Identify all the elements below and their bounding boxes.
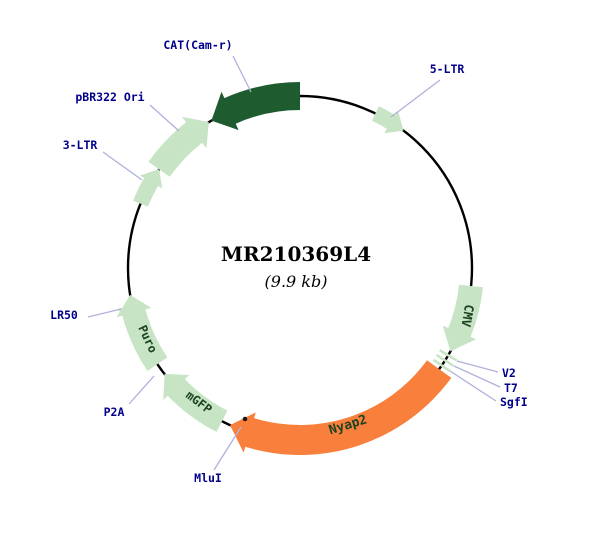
v2-site-tick (438, 349, 458, 362)
puro-arrow (116, 294, 168, 371)
t7-site-tick (435, 353, 455, 367)
lr50-leader-line (87, 308, 122, 318)
mlui-site-dot (242, 416, 248, 422)
t7-label: T7 (504, 381, 518, 395)
ltr3-label: 3-LTR (63, 138, 98, 152)
ltr5-arrow (371, 106, 404, 134)
sgfi-site-tick (432, 358, 451, 373)
pbr322-leader-line (149, 104, 180, 132)
p2a-leader-line (128, 375, 155, 405)
cat-camr-arrow (211, 82, 300, 131)
ltr3-leader-line (102, 151, 143, 181)
cat-leader-line (232, 55, 252, 93)
lr50-site-tick (118, 302, 145, 312)
nyap2-orf-arrow (230, 360, 452, 455)
mgfp-arrow (163, 373, 228, 432)
pbr322-ori-arrow (148, 116, 209, 177)
cmv-label: CMV (458, 303, 477, 328)
ltr5-label: 5-LTR (430, 62, 465, 76)
plasmid-name: MR210369L4 (221, 242, 371, 266)
mlui-label: MluI (194, 471, 222, 485)
sgfi-leader-line (449, 370, 497, 402)
p2a-label: P2A (104, 405, 125, 419)
sgfi-label: SgfI (500, 395, 528, 409)
plasmid-size: (9.9 kb) (265, 272, 328, 291)
t7-leader-line (453, 365, 501, 388)
v2-leader-line (456, 360, 499, 373)
ltr3-arrow (133, 169, 163, 207)
mlui-leader-line (213, 426, 242, 471)
lr50-label: LR50 (50, 308, 78, 322)
v2-label: V2 (502, 366, 516, 380)
cat-label: CAT(Cam-r) (163, 38, 232, 52)
pbr322-label: pBR322 Ori (75, 90, 144, 104)
cmv-promoter-arrow (442, 284, 483, 352)
ltr5-leader-line (390, 79, 441, 118)
